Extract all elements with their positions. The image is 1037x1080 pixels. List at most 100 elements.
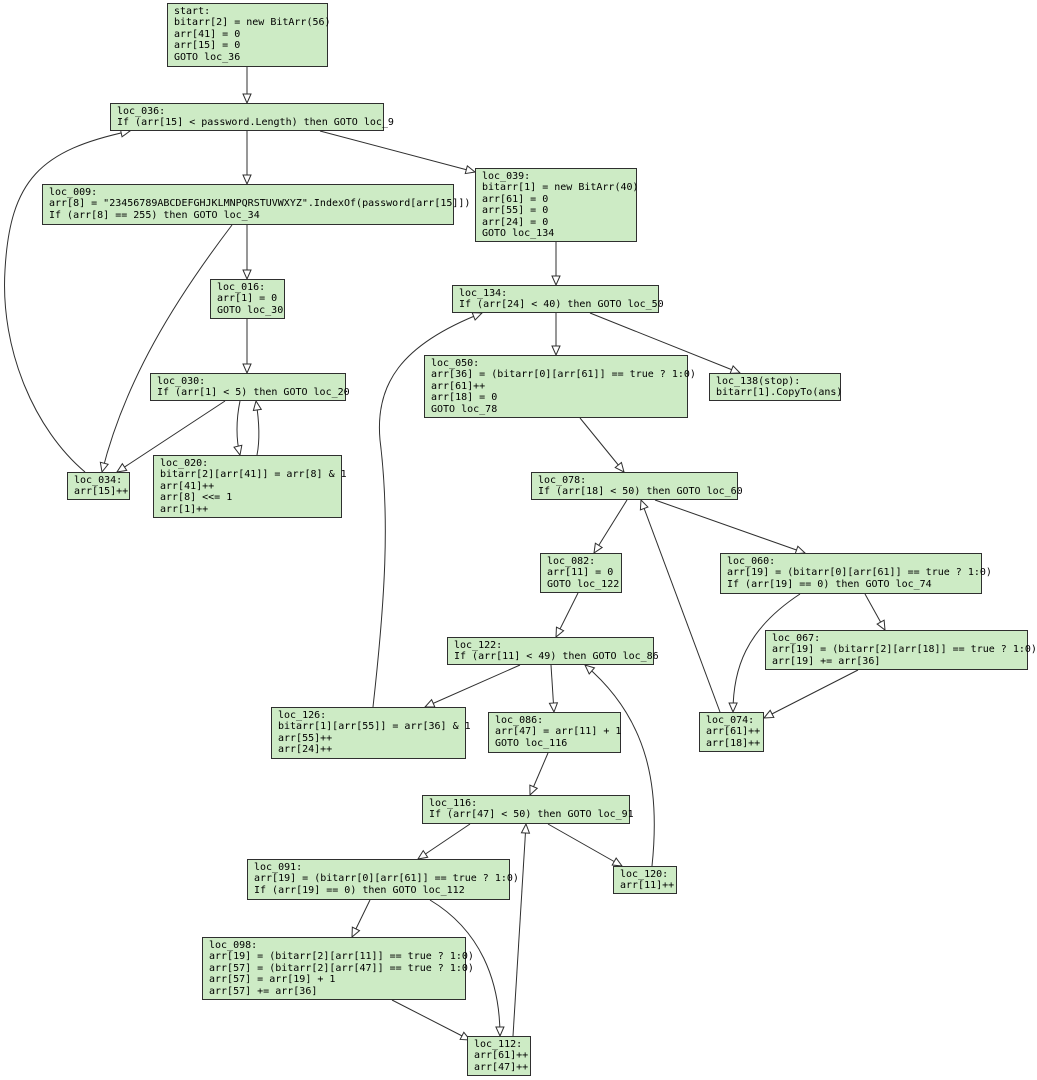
edge-078-to-082 xyxy=(593,499,628,554)
node-line: GOTO loc_116 xyxy=(495,737,568,749)
edge-060-to-067-arrowhead xyxy=(876,619,886,632)
node-loc-126: loc_126:bitarr[1][arr[55]] = arr[36] & 1… xyxy=(271,707,471,759)
node-loc-078: loc_078:If (arr[18] < 50) then GOTO loc_… xyxy=(531,472,743,500)
edge-112-to-116-arrowhead xyxy=(520,822,531,834)
node-line: GOTO loc_78 xyxy=(431,403,498,415)
edge-126-to-134-arrowhead xyxy=(471,312,484,321)
node-line: loc_091: xyxy=(254,862,303,873)
node-loc-074: loc_074:arr[61]++arr[18]++ xyxy=(699,712,764,752)
edge-112-to-116 xyxy=(512,823,527,1037)
node-line: arr[41] = 0 xyxy=(174,28,241,40)
node-line: If (arr[19] == 0) then GOTO loc_74 xyxy=(727,578,932,590)
node-line: If (arr[1] < 5) then GOTO loc_20 xyxy=(157,387,350,399)
edge-074-to-078-arrowhead xyxy=(639,498,649,511)
node-line: loc_126: xyxy=(278,710,327,721)
node-line: arr[61]++ xyxy=(706,726,761,738)
node-line: arr[55] = 0 xyxy=(482,205,549,217)
node-line: arr[47] = arr[11] + 1 xyxy=(495,726,622,738)
node-line: loc_112: xyxy=(474,1039,523,1050)
node-line: arr[19] = (bitarr[0][arr[61]] == true ? … xyxy=(727,567,992,579)
node-line: arr[24] = 0 xyxy=(482,216,549,228)
edge-030-to-020-arrowhead xyxy=(233,444,243,457)
node-line: loc_122: xyxy=(454,640,503,651)
node-loc-039: loc_039:bitarr[1] = new BitArr(40)arr[61… xyxy=(475,168,639,242)
node-loc-030: loc_030:If (arr[1] < 5) then GOTO loc_20 xyxy=(150,373,350,401)
edge-122-to-086-arrowhead xyxy=(548,702,559,714)
edge-036-to-009-arrowhead xyxy=(242,174,252,186)
node-line: loc_050: xyxy=(431,358,480,369)
edge-060-to-074-arrowhead xyxy=(728,702,738,714)
node-line: bitarr[2] = new BitArr(56) xyxy=(174,17,331,29)
edge-050-to-078-arrowhead xyxy=(614,461,625,473)
node-line: arr[1] = 0 xyxy=(217,293,278,305)
node-loc-009: loc_009:arr[8] = "23456789ABCDEFGHJKLMNP… xyxy=(42,184,471,225)
node-line: loc_016: xyxy=(217,282,266,293)
edge-086-to-116-arrowhead xyxy=(529,784,539,797)
edge-122-to-126-arrowhead xyxy=(423,698,436,708)
node-line: arr[11] = 0 xyxy=(547,567,614,579)
node-loc-120: loc_120:arr[11]++ xyxy=(613,866,677,894)
node-line: arr[8] <<= 1 xyxy=(160,492,233,504)
node-line: loc_082: xyxy=(547,556,596,567)
node-line: arr[1]++ xyxy=(160,503,209,515)
node-line: GOTO loc_36 xyxy=(174,51,241,63)
node-loc-060: loc_060:arr[19] = (bitarr[0][arr[61]] ==… xyxy=(720,553,992,594)
node-loc-122: loc_122:If (arr[11] < 49) then GOTO loc_… xyxy=(447,637,659,665)
edge-116-to-120-arrowhead xyxy=(611,857,624,867)
node-line: bitarr[1] = new BitArr(40) xyxy=(482,182,639,194)
node-line: arr[61]++ xyxy=(431,380,486,392)
edge-030-to-034 xyxy=(116,400,226,473)
edge-067-to-074 xyxy=(763,669,859,719)
edge-074-to-078 xyxy=(640,499,721,713)
edge-091-to-112-arrowhead xyxy=(495,1026,505,1038)
edge-009-to-034 xyxy=(101,224,233,473)
node-line: loc_116: xyxy=(429,798,478,809)
node-line: start: xyxy=(174,6,211,17)
node-line: arr[57] = arr[19] + 1 xyxy=(209,974,336,986)
node-line: arr[57] = (bitarr[2][arr[47]] == true ? … xyxy=(209,962,474,974)
edge-126-to-134 xyxy=(372,312,483,708)
node-line: bitarr[1].CopyTo(ans) xyxy=(716,387,843,399)
node-loc-112: loc_112:arr[61]++arr[47]++ xyxy=(467,1036,531,1076)
node-line: If (arr[24] < 40) then GOTO loc_50 xyxy=(459,299,664,311)
node-line: arr[36] = (bitarr[0][arr[61]] == true ? … xyxy=(431,369,696,381)
node-line: arr[19] = (bitarr[2][arr[11]] == true ? … xyxy=(209,951,474,963)
node-line: loc_039: xyxy=(482,171,531,182)
node-line: If (arr[19] == 0) then GOTO loc_112 xyxy=(254,884,465,896)
edge-134-to-138 xyxy=(589,312,741,374)
edge-016-to-030-arrowhead xyxy=(242,363,252,375)
node-line: arr[8] = "23456789ABCDEFGHJKLMNPQRSTUVWX… xyxy=(49,198,471,210)
node-loc-098: loc_098:arr[19] = (bitarr[2][arr[11]] ==… xyxy=(202,937,474,1000)
node-line: If (arr[11] < 49) then GOTO loc_86 xyxy=(454,651,659,663)
edge-009-to-016-arrowhead xyxy=(242,269,252,281)
node-line: arr[19] = (bitarr[2][arr[18]] == true ? … xyxy=(772,644,1037,656)
node-line: arr[57] += arr[36] xyxy=(209,985,318,997)
node-line: arr[55]++ xyxy=(278,732,333,744)
node-line: arr[19] = (bitarr[0][arr[61]] == true ? … xyxy=(254,873,519,885)
node-line: arr[19] += arr[36] xyxy=(772,655,881,667)
node-line: loc_034: xyxy=(74,475,123,486)
edge-039-to-134-arrowhead xyxy=(551,275,561,287)
node-line: arr[18]++ xyxy=(706,737,761,749)
node-line: arr[15] = 0 xyxy=(174,40,241,52)
edge-091-to-112 xyxy=(429,899,501,1037)
node-line: arr[15]++ xyxy=(74,486,129,498)
node-line: loc_134: xyxy=(459,288,508,299)
edge-082-to-122-arrowhead xyxy=(555,626,565,639)
edge-060-to-074 xyxy=(732,593,801,713)
node-line: GOTO loc_134 xyxy=(482,228,555,240)
edge-078-to-082-arrowhead xyxy=(593,542,604,555)
node-line: If (arr[18] < 50) then GOTO loc_60 xyxy=(538,486,743,498)
edge-036-to-039-arrowhead xyxy=(464,164,477,175)
node-line: loc_120: xyxy=(620,869,669,880)
node-line: arr[41]++ xyxy=(160,480,215,492)
node-loc-138: loc_138(stop):bitarr[1].CopyTo(ans) xyxy=(709,373,843,401)
edge-start-to-036-arrowhead xyxy=(242,93,252,105)
edge-116-to-091-arrowhead xyxy=(416,849,429,860)
edge-020-to-030-arrowhead xyxy=(252,399,263,412)
edge-122-to-126 xyxy=(424,664,521,708)
